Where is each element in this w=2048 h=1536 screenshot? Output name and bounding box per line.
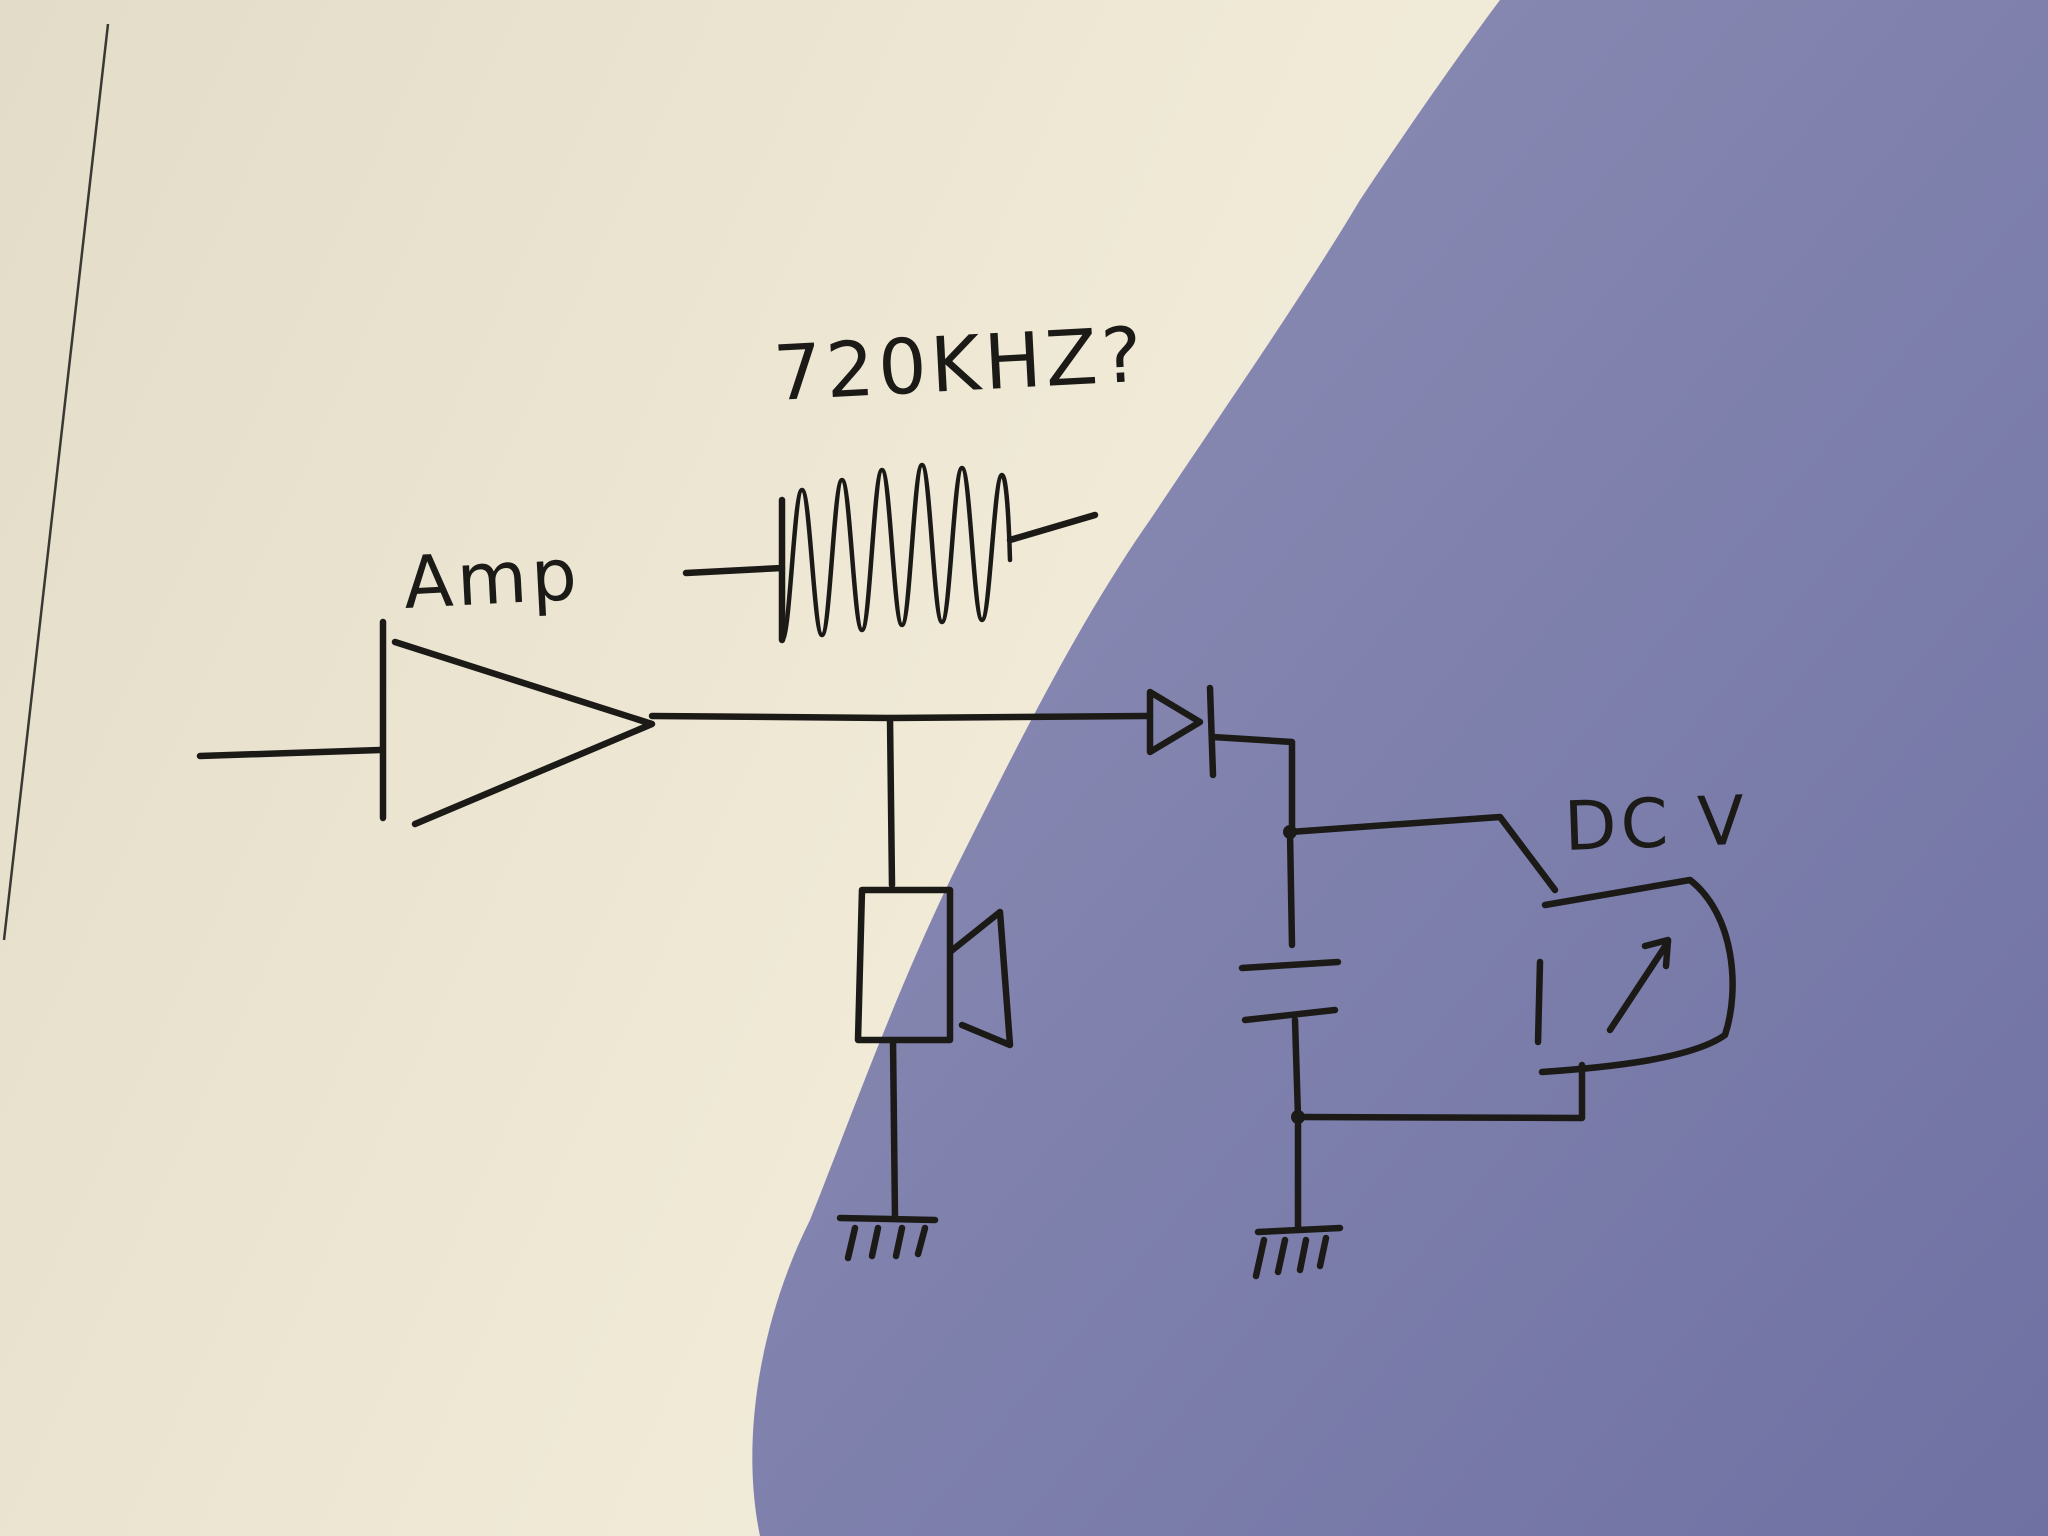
diode-output-wire (1209, 733, 1296, 836)
speaker-symbol (854, 886, 1014, 1049)
ground-symbol-right (1252, 1224, 1344, 1280)
meter-positive-wire (1286, 813, 1559, 894)
speaker-branch-wire (886, 714, 896, 889)
paper-shadow (752, 0, 2048, 1536)
margin-line (2, 23, 110, 941)
capacitor-bottom-wire (1291, 1016, 1302, 1121)
amplifier-symbol (379, 618, 656, 828)
meter-negative-wire (1294, 1061, 1586, 1122)
diode-symbol (1146, 684, 1217, 779)
output-wire (648, 712, 1154, 722)
speaker-ground-wire (889, 1036, 899, 1222)
crystal-symbol (682, 462, 1099, 644)
frequency-label: 720KHZ? (771, 310, 1148, 418)
dc-v-label: DC V (1563, 782, 1750, 867)
capacitor-symbol (1238, 958, 1342, 1024)
voltmeter-symbol (1534, 876, 1736, 1076)
ground-symbol-left (836, 1214, 939, 1262)
capacitor-top-wire (1286, 828, 1296, 949)
input-wire (196, 746, 384, 760)
amp-label: Amp (401, 532, 582, 625)
